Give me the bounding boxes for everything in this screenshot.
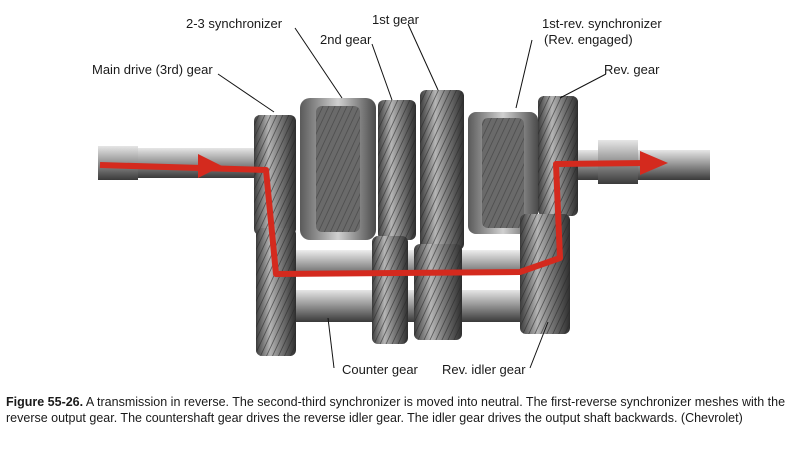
label-rev-idler-gear: Rev. idler gear — [442, 362, 526, 377]
power-flow-arrowhead-input — [198, 154, 222, 178]
rev-gear — [538, 96, 578, 216]
label-rev-gear: Rev. gear — [604, 62, 660, 77]
label-main-drive-gear: Main drive (3rd) gear — [92, 62, 213, 77]
label-sync-1st-rev: 1st-rev. synchronizer — [542, 16, 662, 31]
second-gear — [378, 100, 416, 240]
power-flow-arrow — [99, 160, 651, 277]
label-second-gear: 2nd gear — [320, 32, 372, 47]
sync-2-3 — [300, 98, 376, 240]
power-flow-arrowhead-output — [640, 151, 668, 175]
label-first-gear: 1st gear — [372, 12, 419, 27]
figure-number: Figure 55-26. — [6, 395, 84, 409]
first-gear — [420, 90, 464, 250]
rev-idler-gear — [520, 214, 570, 334]
sync-1st-rev — [468, 112, 538, 234]
counter-gear — [256, 228, 462, 356]
caption-text: A transmission in reverse. The second-th… — [6, 395, 786, 425]
leader-lines — [217, 23, 607, 369]
label-sync-1st-rev-note: (Rev. engaged) — [544, 32, 633, 47]
transmission-illustration — [98, 23, 710, 369]
label-sync-2-3: 2-3 synchronizer — [186, 16, 283, 31]
label-counter-gear: Counter gear — [342, 362, 418, 377]
main-drive-gear — [254, 115, 296, 235]
figure-caption: Figure 55-26. A transmission in reverse.… — [6, 394, 796, 426]
